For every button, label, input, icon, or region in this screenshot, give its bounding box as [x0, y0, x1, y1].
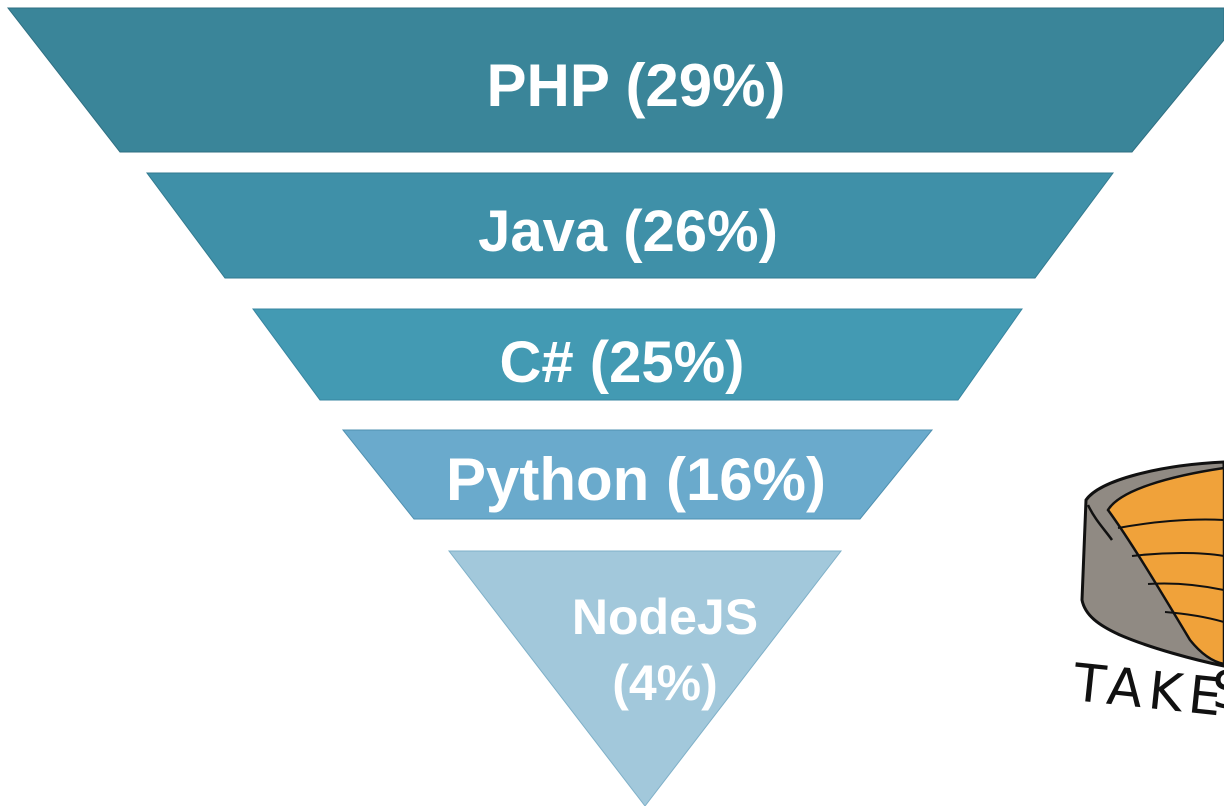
- take-logo: TAKE S: [1070, 460, 1224, 729]
- funnel-tier-nodejs-label-line2: (4%): [612, 655, 718, 711]
- funnel-tier-java-shape: [146, 172, 1114, 279]
- funnel-tier-nodejs-label-line1: NodeJS: [572, 589, 758, 645]
- take-logo-text-tail: S: [1212, 661, 1224, 721]
- take-logo-fruit-line-4: [1164, 611, 1224, 623]
- funnel-tier-python-label: Python (16%): [446, 446, 826, 513]
- funnel-tier-python-shape: [341, 429, 934, 520]
- funnel-tier-php-shape: [6, 7, 1224, 153]
- take-logo-shell-edge: [1086, 504, 1114, 541]
- funnel-tier-csharp-shape: [252, 308, 1023, 401]
- funnel-tier-php: PHP (29%): [6, 7, 1224, 153]
- funnel-tier-nodejs-shape: [447, 550, 843, 806]
- funnel-tier-csharp-label: C# (25%): [500, 330, 745, 395]
- funnel-tier-csharp: C# (25%): [252, 308, 1023, 401]
- funnel-tier-java: Java (26%): [146, 172, 1114, 279]
- funnel-tier-php-label: PHP (29%): [486, 52, 785, 119]
- funnel-tier-java-label: Java (26%): [478, 199, 778, 264]
- take-logo-fruit-line-3: [1147, 582, 1224, 591]
- take-logo-fruit-line-2: [1131, 552, 1224, 557]
- funnel-tier-python: Python (16%): [341, 429, 934, 520]
- funnel-tier-nodejs: NodeJS (4%): [447, 550, 843, 806]
- take-logo-text: TAKE: [1070, 653, 1224, 729]
- take-logo-fruit-line-1: [1117, 518, 1224, 529]
